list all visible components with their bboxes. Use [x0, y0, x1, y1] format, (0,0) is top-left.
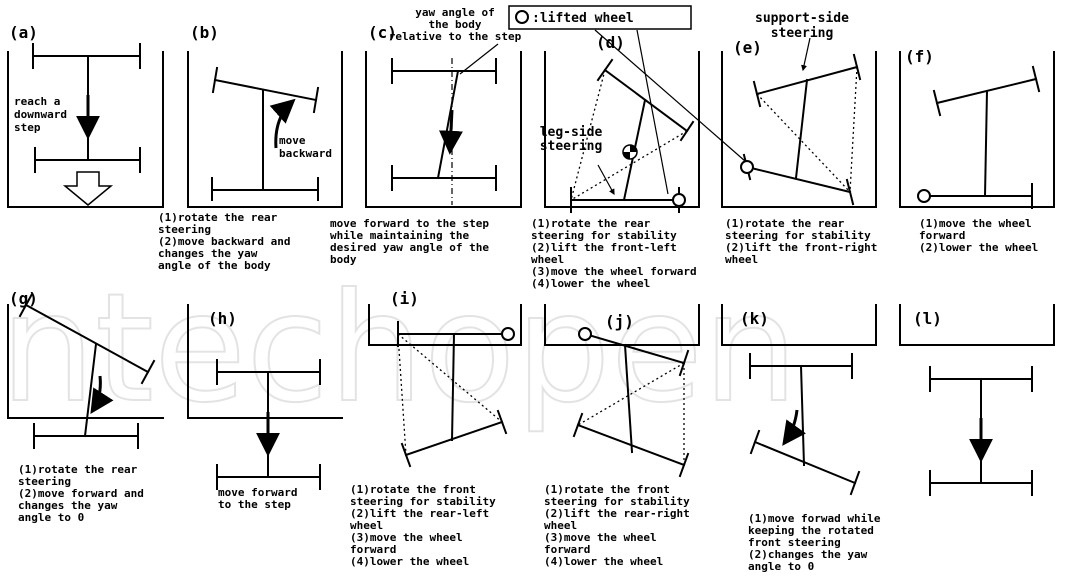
step-outline	[368, 304, 522, 346]
panel-label: (l)	[913, 309, 942, 328]
panel-label: (k)	[740, 309, 769, 328]
lifted-wheel-icon	[578, 327, 592, 341]
panel-label: (g)	[9, 289, 38, 308]
panel-label: (e)	[733, 38, 762, 57]
panel-label: (b)	[190, 23, 219, 42]
legend-pointer-d	[636, 29, 669, 195]
lifted-wheel-icon	[672, 193, 686, 207]
step-outline	[899, 304, 1055, 346]
panel-l	[899, 304, 1055, 496]
panel-label: (c)	[368, 23, 397, 42]
panel-b	[187, 51, 343, 208]
panel-labels: (a) (b) (c) (d) (e) (f) (g) (h) (i) (j) (k) (l)	[9, 23, 942, 331]
support-side-pointer	[801, 37, 811, 72]
lifted-wheel-icon	[740, 160, 754, 174]
step-outline	[721, 51, 877, 208]
step-outline	[721, 304, 877, 346]
panel-j	[544, 304, 700, 478]
panel-i	[368, 304, 522, 468]
rotate-arrow	[90, 375, 114, 415]
lifted-wheel-icon	[501, 327, 515, 341]
yaw-angle-pointer	[459, 43, 499, 75]
panel-k	[721, 304, 877, 496]
legend-text: :lifted wheel	[532, 11, 634, 26]
panel-label: (a)	[9, 23, 38, 42]
panel-label: (h)	[208, 309, 237, 328]
panel-label: (j)	[605, 312, 634, 331]
step-outline	[187, 304, 343, 419]
lifted-wheel-legend-icon	[515, 10, 529, 24]
lifted-wheel-legend: :lifted wheel	[508, 5, 692, 30]
step-outline	[187, 51, 343, 208]
rotate-arrow	[782, 409, 806, 446]
panel-f	[899, 51, 1055, 209]
step-outline	[365, 51, 522, 208]
wheel-icon	[917, 189, 931, 203]
move-backward-arrow	[269, 98, 296, 149]
panel-d	[544, 29, 700, 213]
move-forward-arrow	[438, 109, 463, 155]
panel-h	[187, 304, 343, 490]
step-outline	[7, 51, 164, 208]
panel-c	[365, 43, 522, 208]
panel-a	[7, 43, 164, 208]
panel-label: (d)	[596, 33, 625, 52]
panel-g	[7, 292, 164, 449]
leg-side-pointer	[597, 164, 615, 196]
step-outline	[544, 51, 700, 208]
panel-label: (f)	[905, 47, 934, 66]
step-outline	[899, 51, 1055, 208]
downward-arrow-icon	[62, 171, 114, 206]
panel-e	[594, 29, 877, 208]
legend-pointer-e	[594, 29, 746, 162]
panel-label: (i)	[390, 289, 419, 308]
step-outline	[7, 304, 164, 419]
